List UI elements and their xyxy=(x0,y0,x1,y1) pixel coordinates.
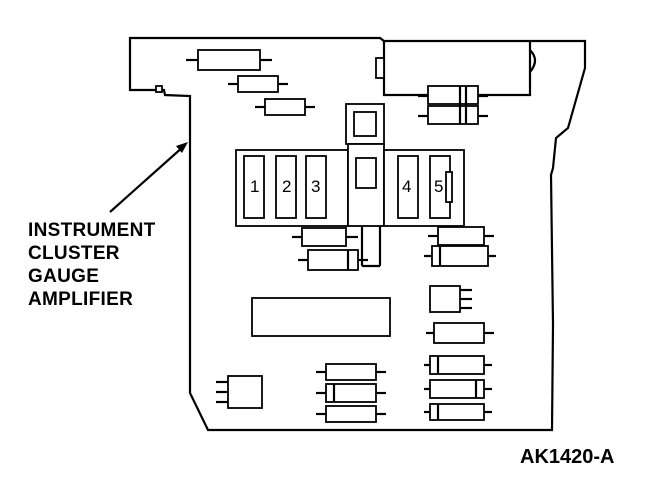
connector-label-4: 4 xyxy=(402,177,411,196)
center-relay xyxy=(345,103,385,268)
figure-code: AK1420-A xyxy=(520,446,614,468)
connector-block-left xyxy=(235,149,349,227)
callout-line-1: INSTRUMENT xyxy=(28,220,156,241)
capacitor-upper-right xyxy=(418,85,488,125)
resistor-mid-1 xyxy=(292,227,358,247)
transistor-lower-left xyxy=(216,375,263,409)
transistor-right xyxy=(429,285,472,313)
connector-label-2: 2 xyxy=(282,177,291,196)
resistor-mid-4 xyxy=(424,245,496,267)
resistor-top-1 xyxy=(186,49,272,71)
connector-label-5: 5 xyxy=(434,177,443,196)
resistor-right-1 xyxy=(426,322,494,344)
board-notch xyxy=(155,85,163,93)
capacitor-stack-center xyxy=(316,363,386,423)
connector-block-right xyxy=(383,149,465,227)
callout-line-3: GAUGE xyxy=(28,266,99,287)
callout-line-2: CLUSTER xyxy=(28,243,120,264)
connector-label-3: 3 xyxy=(311,177,320,196)
resistor-top-3 xyxy=(255,98,315,116)
callout-line-4: AMPLIFIER xyxy=(28,289,133,310)
circuit-board-outline xyxy=(128,36,587,432)
resistor-top-2 xyxy=(228,75,288,93)
connector-label-1: 1 xyxy=(250,177,259,196)
resistor-mid-2 xyxy=(298,249,368,271)
capacitor-stack-right xyxy=(424,355,492,421)
resistor-mid-3 xyxy=(428,226,494,246)
display-chip xyxy=(251,297,391,337)
callout-leader-arrow xyxy=(109,142,188,213)
